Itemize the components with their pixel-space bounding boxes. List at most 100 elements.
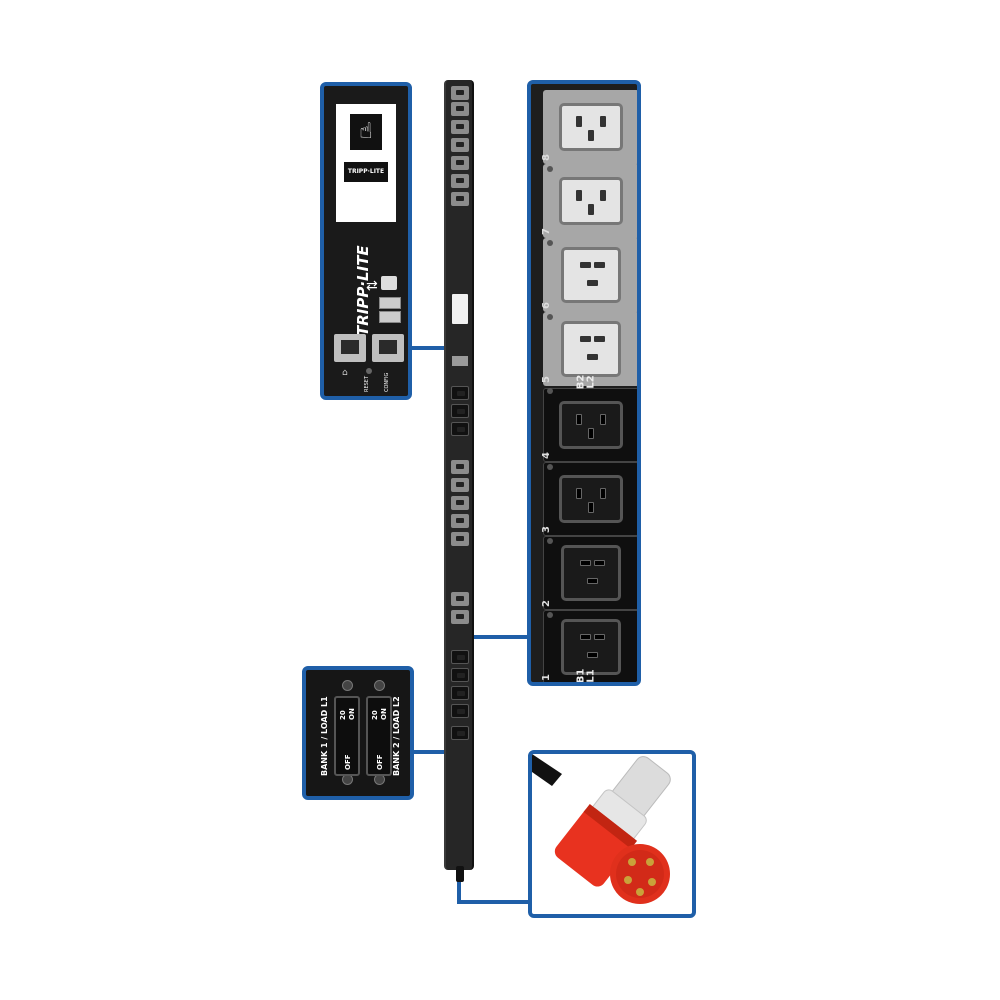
outlet-2-pin: [587, 578, 598, 584]
outlet-2-pin: [580, 560, 591, 566]
outlet-4-pin: [600, 414, 606, 425]
outlet-8[interactable]: [543, 90, 637, 164]
pdu-mini-outlet: [451, 386, 469, 400]
pdu-mini-outlet: [451, 102, 469, 116]
pdu-mini-outlet-slot: [456, 536, 464, 541]
outlet-8-pin: [600, 116, 606, 127]
outlet-3-pin: [588, 502, 594, 513]
pdu-mini-outlet-slot: [456, 142, 464, 147]
outlet-7[interactable]: [543, 164, 637, 238]
outlet-5-pin: [594, 336, 605, 342]
outlet-6-socket: [561, 247, 621, 303]
pdu-mini-outlet: [451, 650, 469, 664]
connector-line-breakers: [412, 750, 446, 754]
pdu-mini-outlet-slot: [456, 90, 464, 95]
reset-button[interactable]: [366, 368, 372, 374]
usb-port-a-1[interactable]: [379, 297, 401, 309]
connector-line-control: [410, 346, 446, 350]
outlet-1[interactable]: [543, 610, 637, 682]
connector-line-plug-v: [457, 868, 461, 904]
pdu-mini-outlet: [451, 174, 469, 188]
outlet-4-number: 4: [540, 452, 552, 459]
breaker-callout: BANK 1 / LOAD L1 BANK 2 / LOAD L2 20 ON …: [302, 666, 414, 800]
outlet-8-number: 8: [540, 154, 552, 161]
outlet-4-pin: [588, 428, 594, 439]
outlet-5[interactable]: [543, 312, 637, 386]
config-port[interactable]: [372, 334, 404, 362]
pdu-mini-outlet-slot: [456, 178, 464, 183]
pdu-mini-outlet-slot: [457, 673, 465, 678]
pdu-mini-outlet-slot: [456, 518, 464, 523]
outlet-5-number: 5: [540, 376, 552, 383]
breaker-2-on: ON: [380, 708, 388, 720]
usb-icon: ⇄: [366, 278, 378, 294]
outlet-6[interactable]: [543, 238, 637, 312]
display-logo: TRIPP·LITE: [344, 162, 388, 182]
breaker-bank-2[interactable]: 20 ON OFF: [366, 696, 392, 776]
usb-port-a-2[interactable]: [379, 311, 401, 323]
pdu-mini-outlet: [451, 120, 469, 134]
pdu-mini-outlet: [451, 592, 469, 606]
pdu-mini-outlet-slot: [457, 427, 465, 432]
pdu-mini-display: [452, 294, 468, 324]
outlet-4-led: [547, 464, 553, 470]
network-icon: ⌂: [342, 368, 348, 378]
pdu-mini-outlet: [451, 686, 469, 700]
outlet-4[interactable]: [543, 388, 637, 462]
outlet-7-number: 7: [540, 228, 552, 235]
pdu-mini-outlet: [451, 156, 469, 170]
pdu-mini-outlet-slot: [456, 160, 464, 165]
outlet-8-led: [547, 166, 553, 172]
outlet-8-pin: [588, 130, 594, 141]
outlet-1-pin: [580, 634, 591, 640]
breaker-bank-1[interactable]: 20 ON OFF: [334, 696, 360, 776]
pdu-mini-outlet-slot: [456, 596, 464, 601]
pdu-mini-outlet: [451, 514, 469, 528]
pdu-mini-outlet: [451, 460, 469, 474]
bank-2-label: BANK 2 / LOAD L2: [392, 696, 401, 776]
outlet-6-pin: [594, 262, 605, 268]
pdu-mini-outlet: [451, 668, 469, 682]
outlet-3-number: 3: [540, 526, 552, 533]
pdu-mini-outlet: [451, 138, 469, 152]
pdu-mini-outlet-slot: [456, 482, 464, 487]
pdu-mini-outlet-slot: [456, 124, 464, 129]
pdu-mini-outlet-slot: [456, 196, 464, 201]
outlet-3[interactable]: [543, 462, 637, 536]
usb-port-b[interactable]: [381, 276, 397, 290]
pdu-mini-outlet-slot: [456, 106, 464, 111]
pdu-mini-outlet: [451, 86, 469, 100]
reset-label: RESET: [364, 375, 370, 392]
outlet-7-pin: [576, 190, 582, 201]
breaker-1-off: OFF: [344, 754, 352, 770]
bank-label-b2-l2: B2 L2: [575, 374, 597, 390]
outlet-6-pin: [580, 262, 591, 268]
plug-callout: [528, 750, 696, 918]
outlet-2[interactable]: [543, 536, 637, 610]
outlet-7-socket: [559, 177, 623, 225]
outlet-3-socket: [559, 475, 623, 523]
outlet-1-socket: [561, 619, 621, 675]
pdu-mini-outlet: [451, 532, 469, 546]
breaker-1-on: ON: [348, 708, 356, 720]
config-label: CONFIG: [384, 372, 390, 392]
outlet-6-pin: [587, 280, 598, 286]
pdu-power-cord: [456, 866, 464, 882]
outlet-5-pin: [580, 336, 591, 342]
pdu-mini-outlet: [451, 704, 469, 718]
screw-icon: [342, 680, 353, 691]
outlet-2-pin: [594, 560, 605, 566]
pdu-mini-outlet-slot: [457, 709, 465, 714]
outlet-2-led: [547, 612, 553, 618]
pdu-mini-outlet-slot: [457, 391, 465, 396]
outlet-5-pin: [587, 354, 598, 360]
pdu-mini-outlet-slot: [456, 464, 464, 469]
control-panel-callout: ☝ TRIPP·LITE TRIPP·LITE ⇄ ⌂ RESET CONFIG: [320, 82, 412, 400]
pdu-mini-outlet-slot: [457, 409, 465, 414]
outlet-6-number: 6: [540, 302, 552, 309]
network-port[interactable]: [334, 334, 366, 362]
screw-icon: [374, 680, 385, 691]
pdu-mini-outlet: [451, 404, 469, 418]
outlet-3-pin: [600, 488, 606, 499]
